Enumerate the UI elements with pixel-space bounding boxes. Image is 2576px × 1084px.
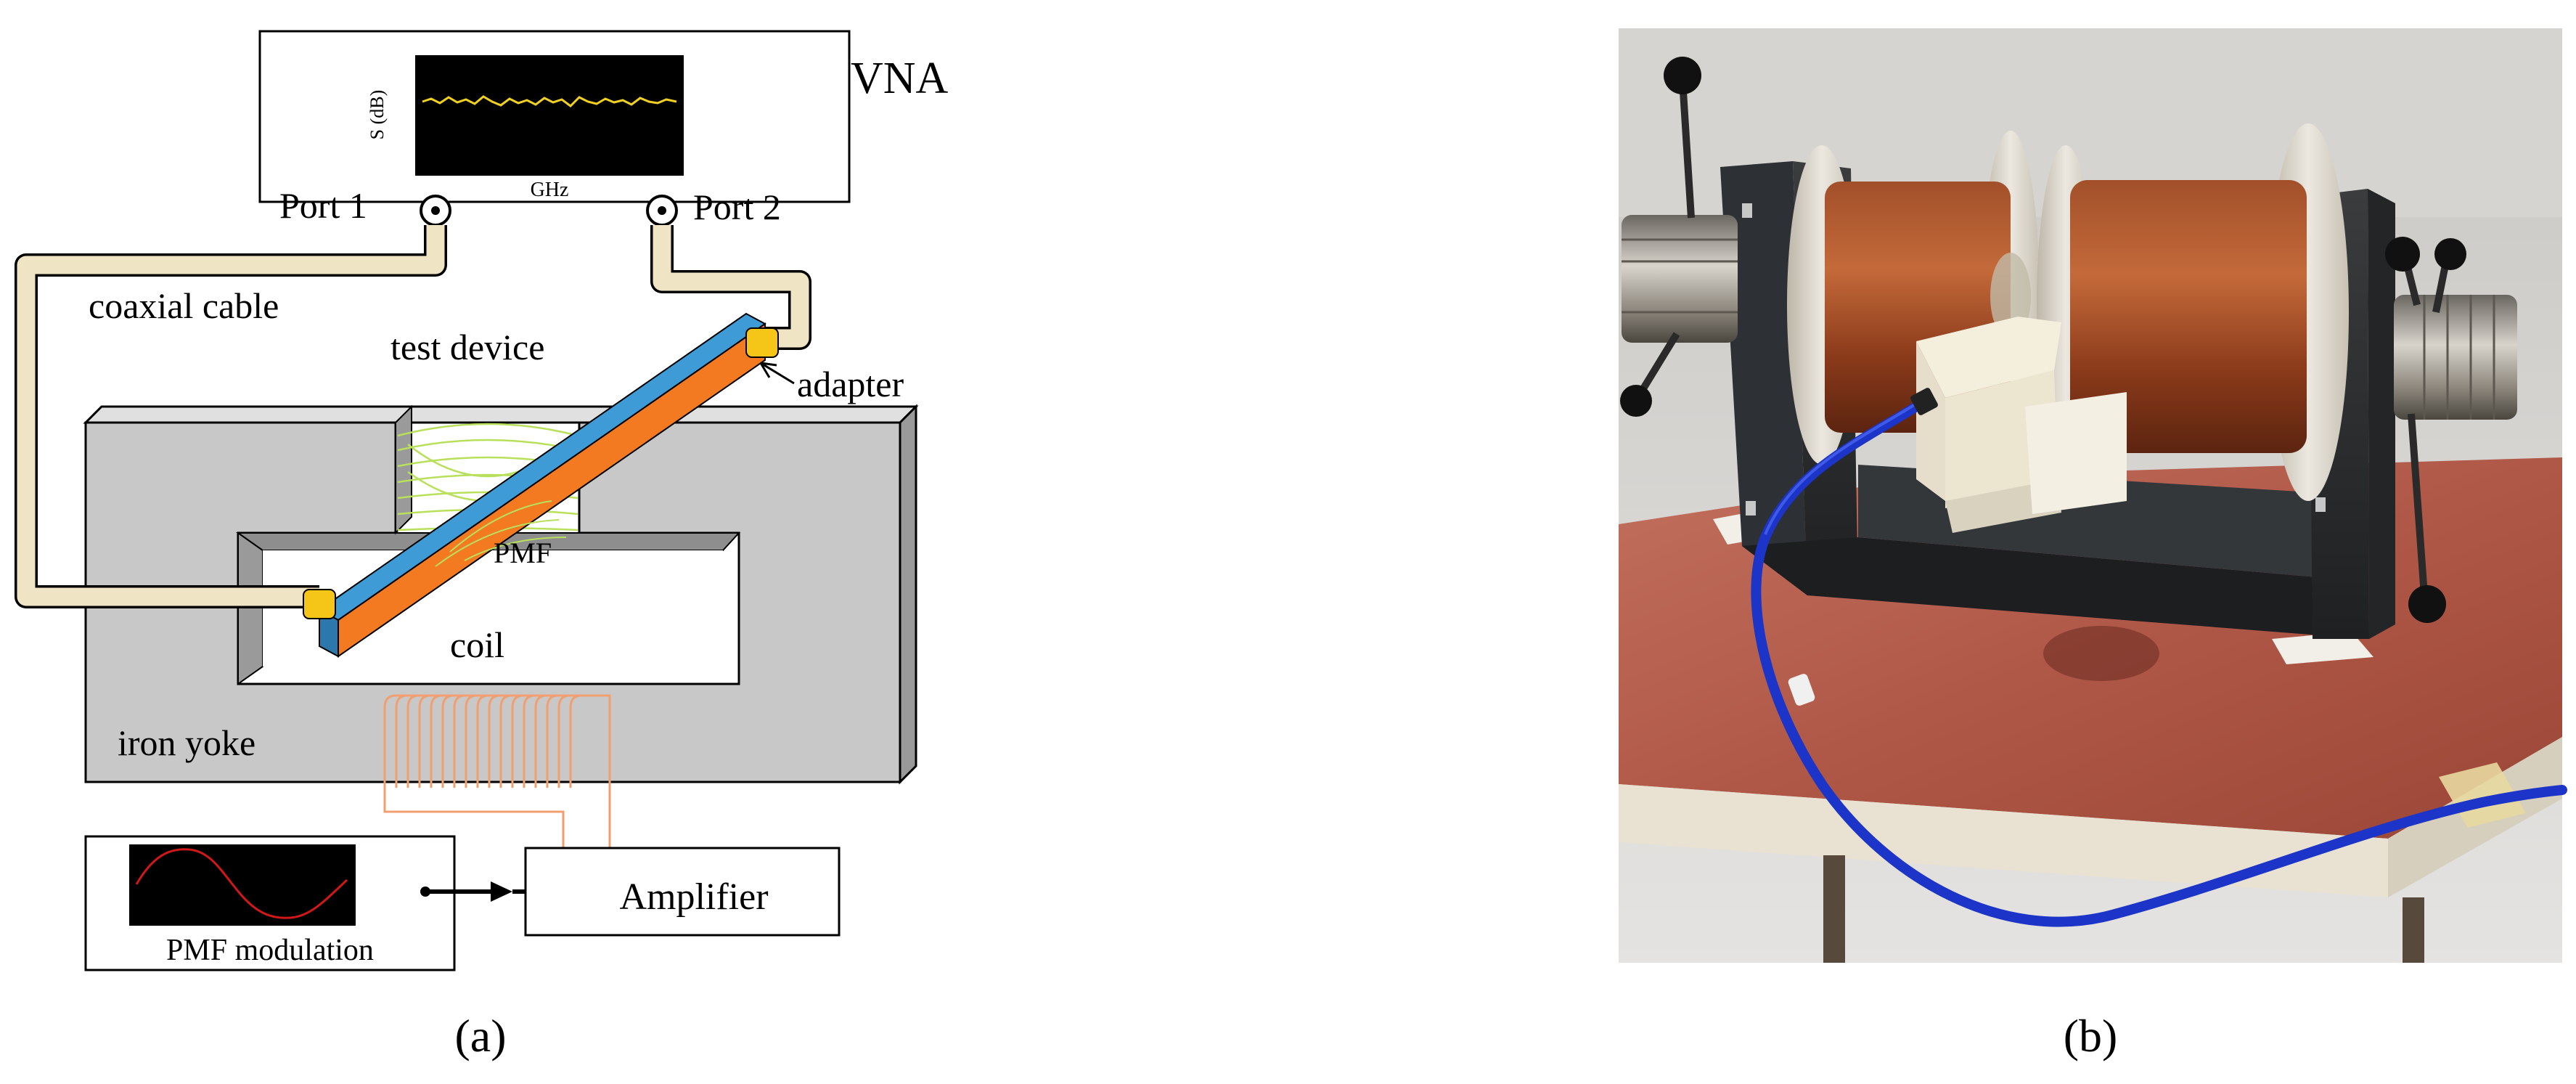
caption-a: (a) — [454, 1010, 506, 1061]
table-edge — [1619, 784, 2388, 897]
port1-connector — [420, 195, 451, 227]
signal-arrow — [420, 881, 561, 902]
schematic-panel: S (dB) GHz VNA Port 1 Port 2 iron yoke — [15, 30, 949, 971]
sample-holder — [1916, 317, 2127, 533]
coax-label: coaxial cable — [89, 285, 279, 326]
handle-left — [1620, 57, 1701, 417]
winding-right — [2070, 180, 2307, 453]
coil-label: coil — [450, 624, 504, 665]
vna-screen — [415, 55, 684, 176]
table-leg-left — [1823, 855, 1845, 963]
modulation-label: PMF modulation — [166, 934, 374, 967]
amplifier-box — [524, 847, 841, 937]
pmf-label: PMF — [494, 537, 552, 569]
port1-label: Port 1 — [279, 185, 367, 226]
magnet-yoke — [1720, 161, 2395, 639]
vna-trace — [422, 95, 677, 107]
port2-connector — [646, 195, 678, 227]
adapter-right — [745, 327, 779, 358]
screen-ylabel: S (dB) — [367, 90, 388, 140]
adapter-label: adapter — [797, 364, 904, 404]
screen-xlabel: GHz — [531, 179, 569, 201]
adapter-arrow — [759, 362, 795, 385]
pole-right — [2394, 295, 2517, 420]
modulation-screen — [129, 844, 356, 926]
test-device-label: test device — [391, 327, 544, 367]
photo-panel — [1619, 28, 2567, 963]
table-leg-right — [2403, 897, 2424, 963]
vna-label: VNA — [851, 54, 949, 103]
coil-windings — [383, 694, 611, 860]
handle-right — [2385, 237, 2466, 623]
pole-left — [1622, 215, 1738, 343]
yoke-label: iron yoke — [118, 722, 255, 763]
caption-b: (b) — [2064, 1010, 2118, 1061]
port2-label: Port 2 — [693, 187, 781, 227]
adapter-left — [303, 589, 336, 619]
modulation-sine — [135, 848, 348, 919]
amplifier-label: Amplifier — [619, 876, 768, 918]
